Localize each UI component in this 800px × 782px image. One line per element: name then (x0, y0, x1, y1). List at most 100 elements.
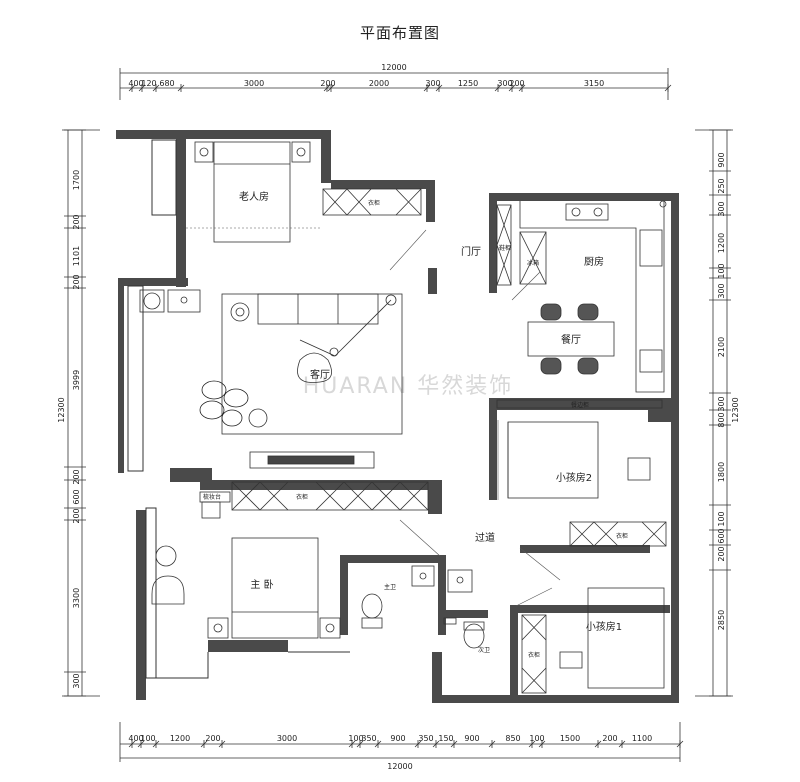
page-title: 平面布置图 (359, 24, 440, 42)
dimension-tick (676, 740, 684, 748)
dimension-tick (348, 740, 356, 748)
dining-table (527, 303, 615, 375)
dim-label: 1250 (458, 79, 478, 88)
bottom-dimension-labels: 400 100 1200 200 3000 100 350 900 350 15… (128, 734, 652, 743)
dresser-label: 梳妆台 (203, 493, 221, 501)
dimension-tick (152, 84, 160, 92)
fridge (519, 231, 547, 285)
bed-master (207, 537, 341, 639)
dim-label: 200 (72, 274, 81, 289)
fridge-label: 冰箱 (527, 259, 539, 267)
dimension-tick (323, 84, 331, 92)
dim-label: 300 (72, 673, 81, 688)
room-dining: 餐厅 (561, 333, 581, 346)
dimension-tick (508, 84, 516, 92)
dim-label: 100 (140, 734, 155, 743)
dimension-tick (137, 740, 145, 748)
dim-label: 3999 (72, 370, 81, 390)
wardrobe-label: 衣柜 (296, 493, 308, 501)
dim-label: 3000 (244, 79, 264, 88)
dimension-tick (356, 740, 364, 748)
dimension-tick (450, 740, 458, 748)
dim-label: 400 (128, 734, 143, 743)
dimension-tick (488, 740, 496, 748)
dimension-tick (138, 84, 146, 92)
right-total-dimension: 12300 (731, 397, 740, 422)
dimension-tick (128, 84, 136, 92)
watermark: HUARAN 华然装饰 (303, 374, 514, 399)
dim-label: 200 (72, 214, 81, 229)
dim-label: 100 (348, 734, 363, 743)
dim-label: 1200 (717, 233, 726, 253)
dim-label: 3150 (584, 79, 604, 88)
dim-label: 2000 (369, 79, 389, 88)
dim-label: 850 (505, 734, 520, 743)
dim-label: 350 (361, 734, 376, 743)
dim-label: 400 (128, 79, 143, 88)
dim-label: 3000 (277, 734, 297, 743)
dimension-tick (327, 84, 335, 92)
dim-label: 3300 (72, 588, 81, 608)
dim-label: 900 (390, 734, 405, 743)
wardrobe-child1 (521, 614, 547, 694)
dimension-tick (177, 84, 185, 92)
dimension-tick (432, 740, 440, 748)
dimension-tick (152, 740, 160, 748)
bottom-total-dimension: 12000 (387, 762, 412, 771)
dim-label: 200 (205, 734, 220, 743)
left-dimension-lines (62, 129, 100, 697)
left-dimension-labels: 1700 200 1101 200 3999 200 600 200 3300 … (72, 170, 81, 689)
dimension-tick (538, 740, 546, 748)
wardrobe-label: 衣柜 (368, 199, 380, 207)
dim-label: 300 (717, 396, 726, 411)
room-corridor: 过道 (475, 531, 495, 544)
dimension-tick (414, 740, 422, 748)
dim-label: 100 (717, 263, 726, 278)
sideboard (496, 399, 663, 409)
bathroom-fixtures (361, 565, 485, 649)
dim-label: 1100 (632, 734, 652, 743)
dim-label: 1800 (717, 462, 726, 482)
bottom-dimension-lines (119, 722, 681, 762)
dimension-tick (200, 740, 208, 748)
dimension-tick (128, 740, 136, 748)
top-total-dimension: 12000 (381, 63, 406, 72)
dim-label: 1700 (72, 170, 81, 190)
dim-label: 1101 (72, 246, 81, 266)
dim-label: 200 (509, 79, 524, 88)
dimension-tick (374, 740, 382, 748)
stove-icon (565, 203, 609, 221)
dim-label: 1200 (170, 734, 190, 743)
dim-label: 1500 (560, 734, 580, 743)
dim-label: 900 (717, 152, 726, 167)
bed-child2 (507, 421, 651, 499)
room-master: 主 卧 (250, 578, 273, 591)
dimension-tick (435, 84, 443, 92)
room-child1: 小孩房1 (586, 620, 622, 633)
dim-label: 200 (72, 508, 81, 523)
dim-label: 200 (320, 79, 335, 88)
dim-label: 600 (717, 528, 726, 543)
dim-label: 800 (717, 412, 726, 427)
wardrobe-label: 衣柜 (528, 651, 540, 659)
door-swings (186, 227, 561, 607)
dim-label: 200 (602, 734, 617, 743)
dimension-tick (528, 740, 536, 748)
room-child2: 小孩房2 (556, 471, 592, 484)
cooktop-icon (639, 349, 663, 373)
dim-label: 100 (529, 734, 544, 743)
room-master-bath: 主卫 (384, 583, 396, 591)
dimension-tick (664, 84, 672, 92)
room-elder: 老人房 (239, 190, 269, 203)
dim-label: 250 (717, 178, 726, 193)
walls (116, 130, 679, 703)
dresser (199, 491, 231, 519)
shoe-cabinet-label: 鞋柜 (499, 244, 511, 252)
wardrobe-elder (322, 188, 422, 216)
dim-label: 150 (438, 734, 453, 743)
room-living: 客厅 (310, 368, 330, 381)
dim-label: 2850 (717, 610, 726, 630)
dim-label: 120 (141, 79, 156, 88)
living-room-furniture (199, 293, 403, 469)
